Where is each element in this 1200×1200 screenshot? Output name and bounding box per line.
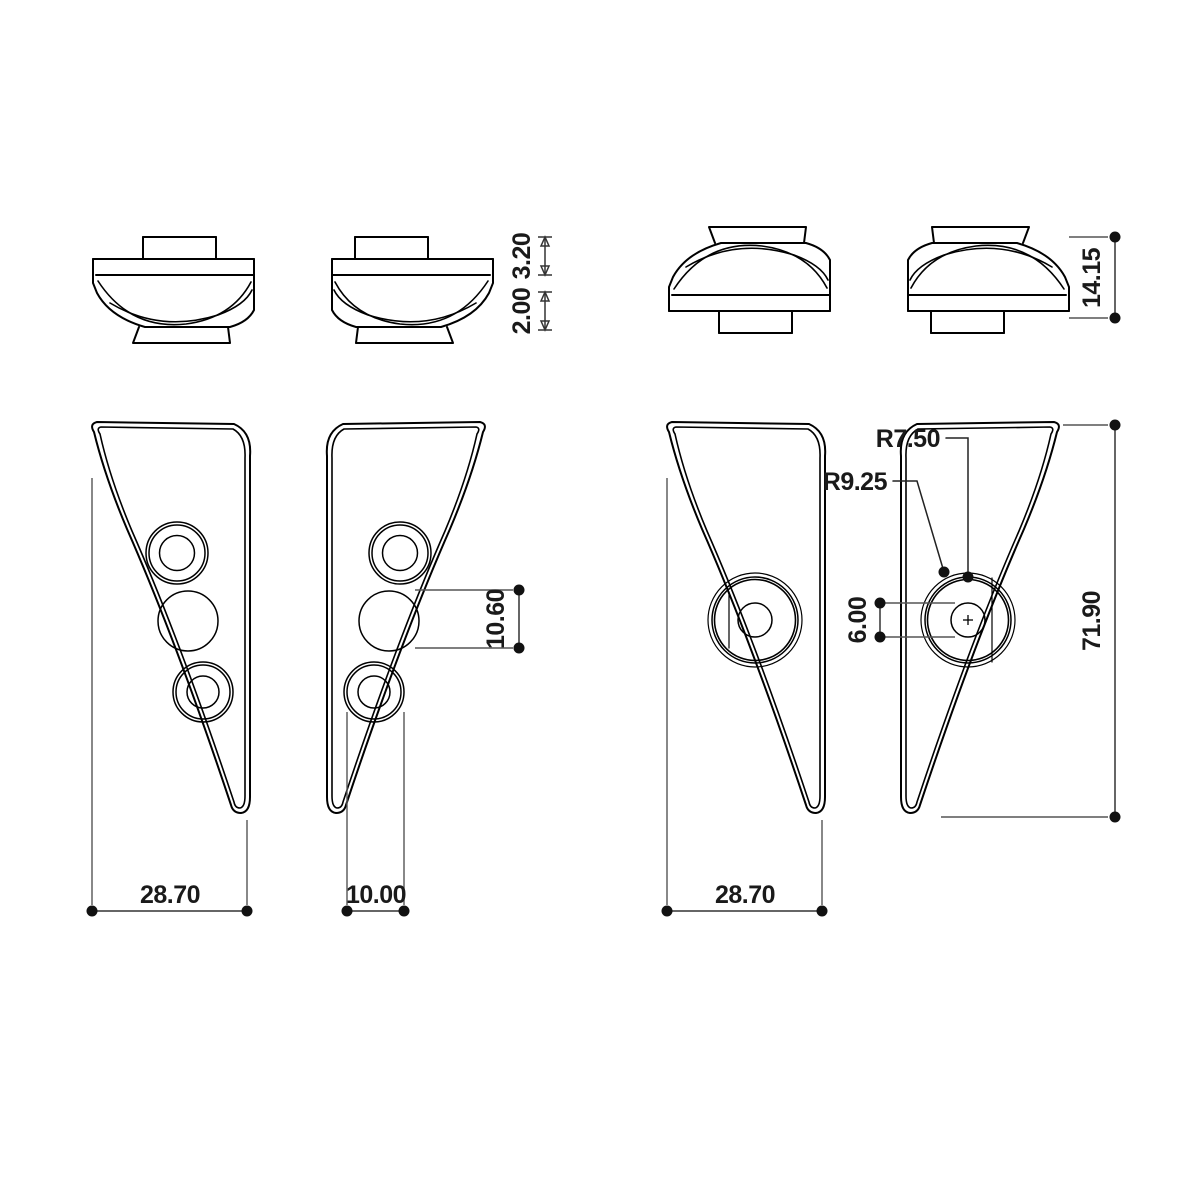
radius-callout-r9-25: R9.25 — [823, 468, 950, 578]
plan-view-right-a — [666, 421, 827, 814]
dimension-label-71-90: 71.90 — [1078, 591, 1106, 651]
dimension-28-70-right: 28.70 — [661, 478, 828, 917]
dimension-71-90: 71.90 — [941, 419, 1121, 823]
dimension-label-10-60: 10.60 — [482, 589, 510, 649]
dimension-label-10-00: 10.00 — [346, 881, 406, 909]
side-elevation-left-b — [331, 236, 494, 344]
radius-label-r9-25: R9.25 — [823, 468, 888, 496]
dimension-10-60: 10.60 — [415, 584, 525, 654]
radius-label-r7-50: R7.50 — [876, 425, 940, 453]
side-elevation-right-a — [668, 226, 831, 334]
plan-view-left-b — [325, 421, 486, 814]
dimension-label-2-00: 2.00 — [508, 288, 536, 335]
dimension-28-70-left: 28.70 — [86, 478, 253, 917]
dimension-label-28-70-right: 28.70 — [715, 881, 775, 909]
dimension-10-00: 10.00 — [341, 712, 410, 917]
dimension-label-14-15: 14.15 — [1078, 247, 1106, 308]
side-elevation-left-a — [92, 236, 255, 344]
dimension-6-00: 6.00 — [844, 597, 955, 644]
dimension-label-6-00: 6.00 — [844, 597, 872, 644]
radius-callout-r7-50: R7.50 — [876, 425, 974, 583]
dimension-2-00: 2.00 — [508, 288, 552, 335]
dimension-label-3-20: 3.20 — [508, 233, 536, 280]
plan-view-left-a — [91, 421, 252, 814]
plan-view-right-b — [899, 421, 1060, 814]
dimension-14-15: 14.15 — [1069, 231, 1121, 324]
dimension-3-20: 3.20 — [508, 233, 552, 280]
dimension-label-28-70-left: 28.70 — [140, 881, 200, 909]
side-elevation-right-b — [907, 226, 1070, 334]
